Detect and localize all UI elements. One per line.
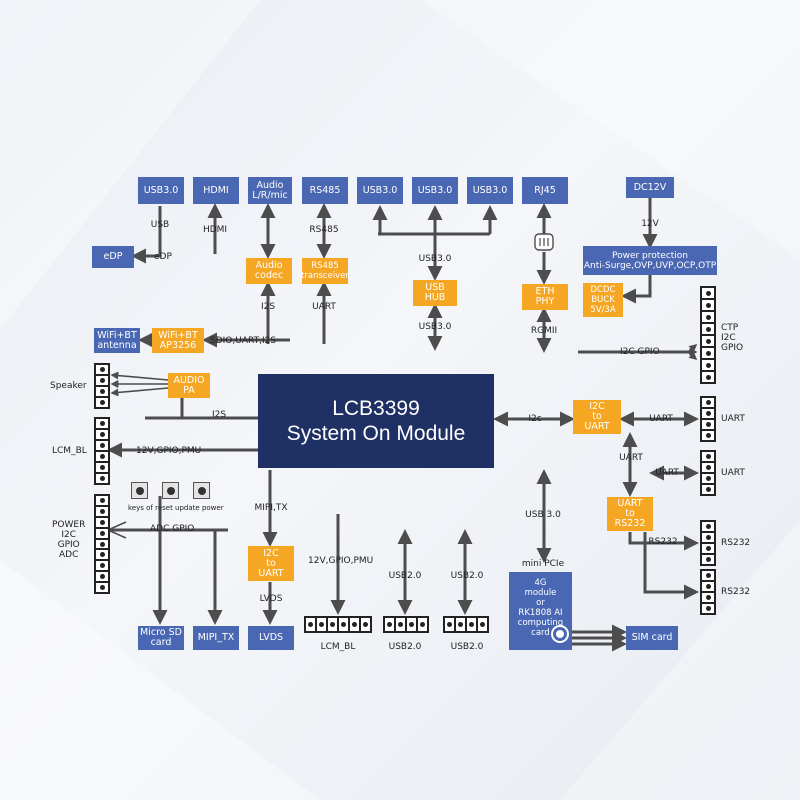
label-i2c-gpio: I2C GPIO <box>620 347 660 357</box>
label-lcm-bl-bottom: LCM_BL <box>320 642 356 652</box>
i2c-to-uart-right: I2C to UART <box>573 400 621 434</box>
label-usb20-a-top: USB2.0 <box>388 571 422 581</box>
label-12v: 12V <box>641 219 659 229</box>
label-usb20-a-bottom: USB2.0 <box>388 642 422 652</box>
wifi-bt-antenna: WiFi+BT antenna <box>94 328 140 353</box>
speaker-header <box>94 363 110 409</box>
label-mini-pcie: mini PCIe <box>521 559 565 569</box>
power-protection: Power protection Anti-Surge,OVP,UVP,OCP,… <box>583 246 717 275</box>
label-rs485: RS485 <box>309 225 339 235</box>
label-lcm-bl-left: LCM_BL <box>52 446 87 456</box>
lcm-bl-left-header <box>94 417 110 485</box>
label-mipi-tx: MIPI,TX <box>254 503 288 513</box>
label-rs232-a: RS232 <box>721 538 751 548</box>
label-speaker: Speaker <box>50 381 87 391</box>
wire-rs232-a <box>628 532 699 551</box>
transformer-icon <box>534 233 554 251</box>
wire-usb-edp <box>131 206 162 264</box>
label-usb: USB <box>150 220 170 230</box>
audio-port: Audio L/R/mic <box>248 177 292 204</box>
uart-to-rs232: UART to RS232 <box>607 497 653 531</box>
usb20-header-2 <box>443 616 489 633</box>
label-usb30-mid: USB3.0 <box>418 254 452 264</box>
lvds-port: LVDS <box>248 626 294 650</box>
usb30-port-1: USB3.0 <box>138 177 184 204</box>
sim-card: SIM card <box>626 626 678 650</box>
uart-header-1 <box>700 396 716 442</box>
label-pwr-gpio: 12V,GPIO,PMU <box>136 446 202 456</box>
rs485-port: RS485 <box>302 177 348 204</box>
label-rs232-b: RS232 <box>721 587 751 597</box>
label-rgmii: RGMII <box>530 326 558 336</box>
rj45-port: RJ45 <box>522 177 568 204</box>
label-uart-r1-out: UART <box>721 414 745 424</box>
rs232-header-1 <box>700 520 716 566</box>
label-edp-wire: eDP <box>154 252 172 262</box>
label-usb20-b-top: USB2.0 <box>450 571 484 581</box>
micro-sd-card: Micro SD card <box>138 626 184 650</box>
label-i2s-pa: I2S <box>212 410 227 420</box>
label-adc-gpio: ADC GPIO <box>150 524 195 534</box>
usb30-port-4: USB3.0 <box>467 177 513 204</box>
label-lvds: LVDS <box>259 594 283 604</box>
system-on-module: LCB3399 System On Module <box>258 374 494 468</box>
label-uart-mid: UART <box>619 453 643 463</box>
label-i2c: I2c <box>528 414 542 424</box>
module-4g-label: 4G module or RK1808 AI computing card <box>517 578 564 638</box>
label-uart-r2: UART <box>655 468 679 478</box>
rs485-transceiver: RS485 transceiver <box>301 258 349 284</box>
label-power: POWER I2C GPIO ADC <box>52 520 86 560</box>
label-usb30-card: USB 3.0 <box>525 510 561 520</box>
audio-pa: AUDIO PA <box>168 373 210 398</box>
rs232-header-2 <box>700 569 716 615</box>
hdmi-port: HDMI <box>193 177 239 204</box>
label-uart-r1: UART <box>649 414 673 424</box>
label-pwr-gpio-bottom: 12V,GPIO,PMU <box>308 556 374 566</box>
label-keys: keys of reset update power <box>128 504 224 512</box>
update-key-icon <box>162 482 179 499</box>
edp-port: eDP <box>92 246 134 268</box>
label-ctp: CTP I2C GPIO <box>721 323 744 353</box>
wire-rs232-b <box>643 532 699 600</box>
label-uart-r2-out: UART <box>721 468 745 478</box>
usb20-header-1 <box>383 616 429 633</box>
uart-header-2 <box>700 450 716 496</box>
label-usb20-b-bottom: USB2.0 <box>450 642 484 652</box>
ctp-header <box>700 286 716 384</box>
mipi-tx-port: MIPI_TX <box>193 626 239 650</box>
label-uart-top: UART <box>312 302 336 312</box>
audio-codec: Audio codec <box>246 258 292 284</box>
power-key-icon <box>193 482 210 499</box>
dcdc-buck: DCDC BUCK 5V/3A <box>583 283 623 317</box>
label-sdio: SDIO,UART,I2S <box>210 336 277 346</box>
usb30-port-3: USB3.0 <box>412 177 458 204</box>
label-i2s-top: I2S <box>260 302 276 312</box>
dc12v-input: DC12V <box>626 177 674 198</box>
usb-hub: USB HUB <box>413 280 457 306</box>
eth-phy: ETH PHY <box>522 284 568 310</box>
usb30-port-2: USB3.0 <box>357 177 403 204</box>
label-hdmi: HDMI <box>202 225 228 235</box>
label-usb30-low: USB3.0 <box>418 322 452 332</box>
lcm-bl-bottom-header <box>304 616 372 633</box>
power-io-header <box>94 494 110 594</box>
reset-key-icon <box>131 482 148 499</box>
wifi-bt-module: WiFi+BT AP3256 <box>152 328 204 353</box>
sim-slot-icon <box>553 627 567 641</box>
wire-power-dcdc <box>621 272 652 304</box>
label-rs232-wire: RS232 <box>648 537 678 547</box>
i2c-to-uart-bottom: I2C to UART <box>248 546 294 581</box>
